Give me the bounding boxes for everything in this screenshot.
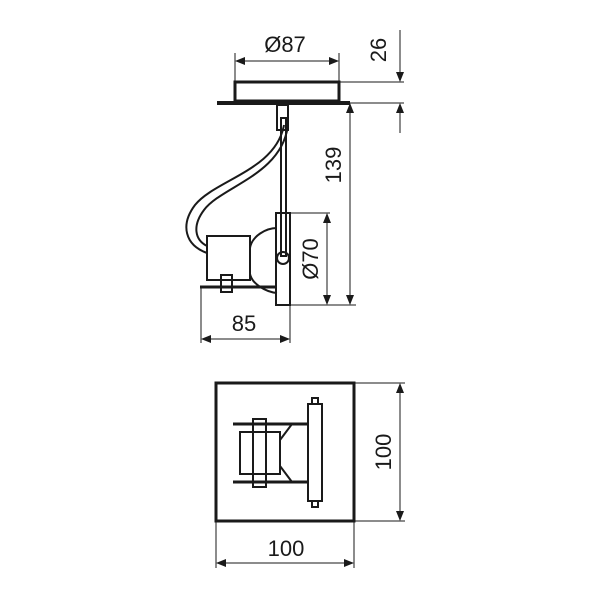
label-height: 100 <box>371 434 396 471</box>
transformer-box <box>206 235 251 281</box>
cable <box>185 124 285 254</box>
clip <box>220 274 233 293</box>
ring-top <box>252 418 267 488</box>
label-total-height: 139 <box>321 147 346 184</box>
label-lamp-diameter: Ø70 <box>298 238 323 280</box>
label-projection: 85 <box>232 311 256 336</box>
cable-inner <box>195 124 289 247</box>
lamp-front-top <box>307 403 323 502</box>
reflector <box>249 227 278 294</box>
square-plate <box>214 381 356 523</box>
pivot-knob <box>276 251 290 265</box>
label-width: 100 <box>268 536 305 561</box>
label-canopy-diameter: Ø87 <box>264 32 306 57</box>
label-canopy-height: 26 <box>366 38 391 62</box>
canopy <box>233 80 341 103</box>
transformer-box-top <box>239 431 281 475</box>
side-view: Ø87 26 139 Ø70 85 <box>185 30 404 343</box>
lamp-front <box>275 212 291 306</box>
top-view: 100 100 <box>214 381 405 568</box>
rod <box>280 117 287 257</box>
